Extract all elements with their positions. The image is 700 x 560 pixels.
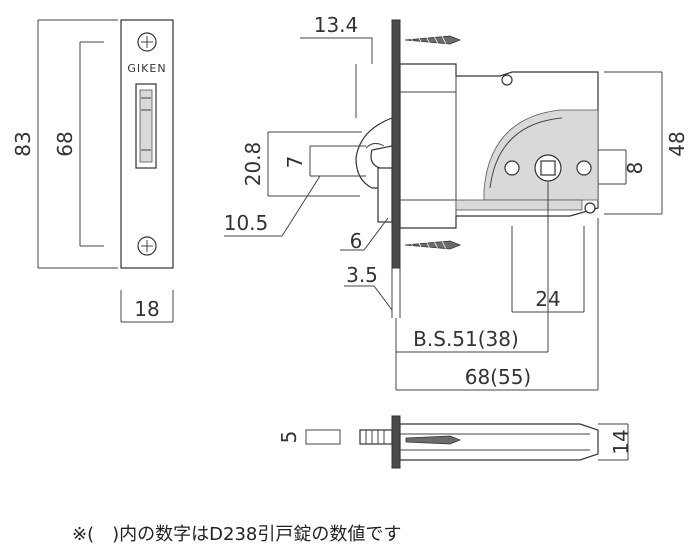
dim-keyway-height: 8 [623, 162, 647, 175]
bottom-screw-icon [405, 435, 462, 445]
dim-line-68 [79, 41, 104, 247]
dim-bottom-thickness: 5 [277, 431, 301, 444]
dim-face-height: 83 [11, 131, 35, 156]
bottom-view: 5 14 [277, 415, 633, 469]
dim-backset: B.S.51(38) [413, 327, 519, 351]
wood-screw-bottom-icon [404, 240, 462, 250]
screw-bottom-icon [137, 236, 157, 256]
dim-line-83 [37, 19, 118, 269]
bottom-case [399, 423, 599, 461]
dim-case-depth: 68(55) [465, 365, 532, 389]
hook-bolt [355, 117, 393, 189]
dim-plate-depth: 13.4 [314, 13, 359, 37]
footnote: ※( )内の数字はD238引戸錠の数値です [72, 524, 401, 545]
dim-bolt-throw: 6 [350, 229, 363, 253]
dim-line-18 [120, 290, 174, 323]
bottom-plate [391, 415, 401, 469]
bolt-guide [377, 167, 393, 223]
front-view: GIKEN 83 68 18 [11, 19, 174, 323]
side-dimensions: 13.4 20.8 7 10.5 6 3.5 8 48 24 B.S.51(38… [224, 13, 689, 391]
case-screw-bottom [584, 202, 596, 214]
case-screw-top [501, 74, 513, 86]
bottom-bolt [359, 429, 393, 445]
dim-face-thickness: 3.5 [346, 263, 378, 287]
mounting-plate [391, 19, 401, 269]
dim-bolt-inner: 7 [283, 156, 307, 169]
spindle-square [540, 160, 556, 176]
cam-arc [483, 109, 599, 201]
dim-face-width: 18 [134, 297, 159, 321]
wood-screw-top-icon [404, 35, 462, 45]
dim-bolt-height: 20.8 [241, 142, 265, 187]
dim-screw-pitch: 68 [53, 131, 77, 156]
dim-bottom-width: 14 [609, 429, 633, 454]
dim-case-height: 48 [665, 131, 689, 156]
screw-top-icon [137, 32, 157, 52]
dim-bolt-offset: 10.5 [224, 211, 269, 235]
side-view [355, 19, 599, 269]
brand-label: GIKEN [127, 62, 166, 75]
